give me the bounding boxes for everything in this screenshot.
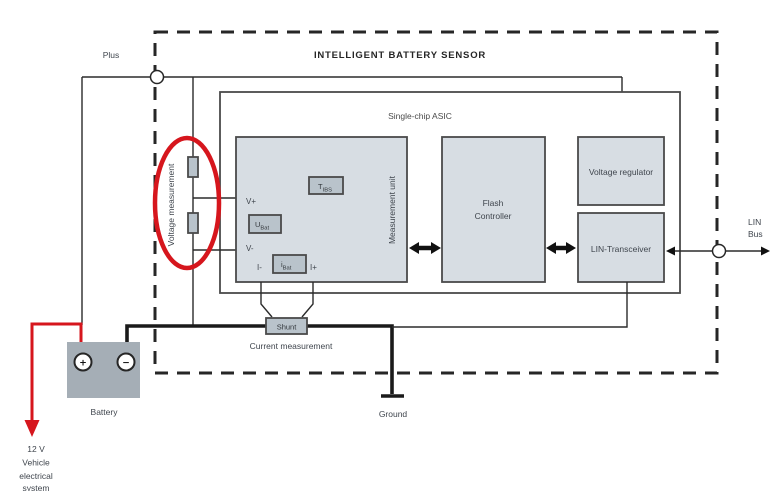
i-plus-shunt-wire — [301, 282, 314, 318]
flash-controller-box — [441, 136, 546, 283]
voltage-regulator-label: Voltage regulator — [589, 167, 653, 177]
flash-controller-label-line2: Controller — [475, 211, 512, 221]
i-minus-shunt-wire — [260, 282, 273, 318]
asic-label: Single-chip ASIC — [388, 111, 452, 121]
bus-mu-flash-left-arrowhead-icon — [409, 242, 419, 254]
measurement-unit-label: Measurement unit — [387, 175, 397, 244]
i-bat-label: iBat — [281, 260, 292, 272]
vehicle-system-label-line2: Vehicle — [22, 458, 50, 468]
lin-bus-label-line2: Bus — [748, 229, 763, 239]
lin-transceiver-box — [577, 212, 665, 283]
battery-plus-terminal-icon — [73, 352, 93, 372]
shunt-label: Shunt — [277, 323, 298, 332]
vehicle-system-label-line4: system — [23, 483, 50, 491]
v-plus-port-label: V+ — [246, 197, 256, 206]
ground-label: Ground — [379, 409, 408, 419]
measurement-unit-box — [235, 136, 408, 283]
voltage-measurement-label: Voltage measurement — [166, 163, 176, 246]
t-ibs-box — [308, 176, 344, 195]
resistor-lower-icon — [187, 212, 199, 234]
resistor-upper-icon — [187, 156, 199, 178]
diagram-title: INTELLIGENT BATTERY SENSOR — [314, 50, 486, 61]
lin-transceiver-label: LIN-Transceiver — [591, 244, 651, 254]
battery-minus-symbol: − — [122, 359, 130, 369]
lin-bus-label-line1: LIN — [748, 217, 761, 227]
t-ibs-label: TIBS — [318, 182, 332, 194]
vehicle-system-label-line1: 12 V — [27, 444, 45, 454]
voltage-regulator-box — [577, 136, 665, 206]
bus-mu-flash-right-arrowhead-icon — [431, 242, 441, 254]
bus-flash-lin-left-arrowhead-icon — [546, 242, 556, 254]
vehicle-system-label-line3: electrical — [19, 471, 53, 481]
lin-transceiver-ground-wire — [392, 282, 628, 328]
lin-bus-boundary-node — [711, 243, 727, 259]
current-measurement-label: Current measurement — [250, 341, 333, 351]
i-plus-port-label: I+ — [310, 263, 317, 272]
battery-plus-symbol: + — [79, 359, 87, 369]
shunt-box — [265, 317, 308, 335]
battery-label: Battery — [91, 407, 119, 417]
u-bat-box — [248, 214, 282, 234]
v-minus-port-label: V- — [246, 244, 254, 253]
plus-label: Plus — [103, 50, 120, 60]
flash-controller-label-line1: Flash — [483, 198, 504, 208]
i-minus-port-label: I- — [257, 263, 262, 272]
vehicle-system-wire — [30, 322, 83, 420]
lin-bus-left-arrowhead-icon — [666, 246, 675, 256]
vehicle-system-arrowhead-icon — [24, 420, 40, 437]
ground-return-wire — [125, 324, 394, 394]
voltage-measurement-highlight-ellipse — [152, 135, 222, 271]
battery-minus-terminal-icon — [116, 352, 136, 372]
lin-bus-right-arrowhead-icon — [761, 246, 770, 256]
u-bat-label: UBat — [255, 220, 270, 232]
i-bat-box — [272, 254, 307, 274]
plus-boundary-node — [149, 69, 165, 85]
bus-flash-lin-right-arrowhead-icon — [566, 242, 576, 254]
